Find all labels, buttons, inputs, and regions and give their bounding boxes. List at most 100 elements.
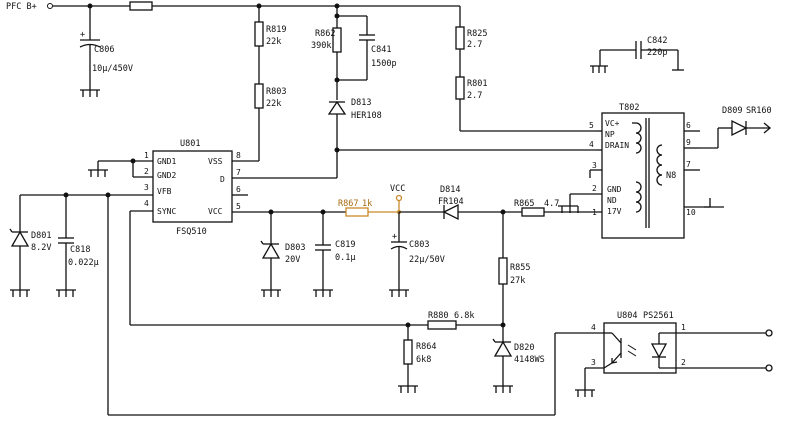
capacitor-c803: + C803 22μ/50V (389, 212, 445, 297)
svg-text:1k: 1k (362, 199, 372, 209)
svg-text:D801: D801 (31, 231, 51, 241)
capacitor-c818: C818 0.022μ (56, 195, 99, 297)
svg-text:R819: R819 (266, 25, 286, 35)
svg-text:1: 1 (681, 323, 686, 332)
svg-text:3: 3 (144, 183, 149, 192)
svg-text:10μ/450V: 10μ/450V (92, 64, 133, 74)
svg-text:0.022μ: 0.022μ (68, 258, 99, 268)
svg-text:VSS: VSS (208, 157, 223, 166)
svg-text:1: 1 (592, 208, 597, 217)
svg-text:4: 4 (144, 199, 149, 208)
resistor-top (129, 1, 153, 11)
resistor-r865: R865 4.7 (514, 199, 585, 217)
resistor-r819: R819 22k (254, 6, 286, 47)
svg-text:FSQ510: FSQ510 (176, 227, 207, 237)
resistor-r855: R855 27k (498, 212, 530, 342)
svg-text:20V: 20V (285, 255, 300, 265)
svg-text:R825: R825 (467, 29, 487, 39)
svg-text:1: 1 (144, 151, 149, 160)
svg-text:C806: C806 (94, 45, 114, 55)
capacitor-c819: C819 0.1μ (313, 212, 355, 297)
svg-text:6: 6 (686, 121, 691, 130)
svg-text:VC+: VC+ (605, 119, 620, 128)
svg-text:U801: U801 (180, 139, 200, 149)
zener-d820: D820 4148WS (492, 338, 545, 393)
svg-text:VCC: VCC (390, 184, 405, 194)
zener-d801: D801 8.2V (9, 195, 51, 297)
svg-text:R803: R803 (266, 87, 286, 97)
svg-text:C842: C842 (647, 36, 667, 46)
svg-text:3: 3 (591, 358, 596, 367)
svg-text:SR160: SR160 (746, 106, 772, 116)
svg-text:+: + (392, 232, 397, 242)
svg-text:D814: D814 (440, 185, 460, 195)
svg-text:4: 4 (591, 323, 596, 332)
svg-text:T802: T802 (619, 103, 639, 113)
svg-text:1500p: 1500p (371, 59, 397, 69)
capacitor-c842: C842 220p (590, 36, 684, 73)
svg-text:8.2V: 8.2V (31, 243, 51, 253)
optocoupler-u804: U804 PS2561 4 3 1 2 (575, 311, 773, 397)
svg-text:C803: C803 (409, 240, 429, 250)
resistor-r864: R864 6k8 (398, 325, 436, 393)
svg-text:8: 8 (236, 151, 241, 160)
transformer-t802: T802 5 4 3 2 1 VC+ NP DRAIN GND ND 17V N… (570, 103, 724, 239)
svg-text:PS2561: PS2561 (643, 311, 674, 321)
svg-text:4: 4 (589, 140, 594, 149)
terminal-icon (765, 364, 773, 372)
resistor-r862: R862 390k (311, 6, 342, 100)
svg-text:HER108: HER108 (351, 111, 382, 121)
svg-text:R867: R867 (338, 199, 358, 209)
svg-text:27k: 27k (510, 276, 525, 286)
svg-text:U804: U804 (617, 311, 637, 321)
svg-text:N8: N8 (666, 171, 676, 181)
ic-u801: U801 FSQ510 GND1 GND2 VFB SYNC VSS D VCC… (88, 139, 248, 237)
svg-text:R862: R862 (315, 29, 335, 39)
svg-text:D803: D803 (285, 243, 305, 253)
svg-text:GND1: GND1 (157, 157, 176, 166)
svg-text:17V: 17V (607, 207, 622, 216)
svg-text:ND: ND (607, 196, 617, 205)
svg-text:3: 3 (592, 161, 597, 170)
svg-text:4148WS: 4148WS (514, 355, 545, 365)
resistor-r867: R867 1k (338, 199, 399, 217)
svg-text:0.1μ: 0.1μ (335, 253, 355, 263)
pfc-label: PFC B+ (6, 2, 37, 12)
svg-text:2.7: 2.7 (467, 40, 482, 50)
svg-text:R865: R865 (514, 199, 534, 209)
svg-text:22k: 22k (266, 99, 281, 109)
svg-text:VFB: VFB (157, 187, 172, 196)
svg-text:VCC: VCC (208, 207, 223, 216)
terminal-icon (765, 329, 773, 337)
svg-text:220p: 220p (647, 48, 667, 58)
svg-text:9: 9 (686, 138, 691, 147)
diode-d814: D814 FR104 (438, 185, 522, 221)
svg-text:R855: R855 (510, 263, 530, 273)
capacitor-c841: C841 1500p (334, 13, 397, 83)
svg-text:GND2: GND2 (157, 171, 176, 180)
svg-text:390k: 390k (311, 41, 331, 51)
svg-text:7: 7 (686, 160, 691, 169)
svg-text:D813: D813 (351, 98, 371, 108)
resistor-r801: R801 2.7 (455, 76, 596, 132)
svg-text:GND: GND (607, 185, 622, 194)
svg-text:2.7: 2.7 (467, 91, 482, 101)
resistor-r880: R880 6.8k (427, 311, 503, 330)
pfc-terminal (47, 3, 53, 9)
svg-text:R801: R801 (467, 79, 487, 89)
svg-text:5: 5 (589, 121, 594, 130)
svg-text:D809: D809 (722, 106, 742, 116)
svg-text:6k8: 6k8 (416, 355, 431, 365)
svg-text:DRAIN: DRAIN (605, 141, 629, 150)
svg-text:6: 6 (236, 185, 241, 194)
svg-text:C841: C841 (371, 45, 391, 55)
svg-text:6.8k: 6.8k (454, 311, 474, 321)
svg-text:C818: C818 (70, 245, 90, 255)
svg-text:5: 5 (236, 202, 241, 211)
svg-text:2: 2 (681, 358, 686, 367)
diode-d809: D809 SR160 (700, 106, 772, 149)
resistor-r803: R803 22k (232, 46, 286, 162)
svg-text:D820: D820 (514, 343, 534, 353)
svg-text:FR104: FR104 (438, 197, 464, 207)
